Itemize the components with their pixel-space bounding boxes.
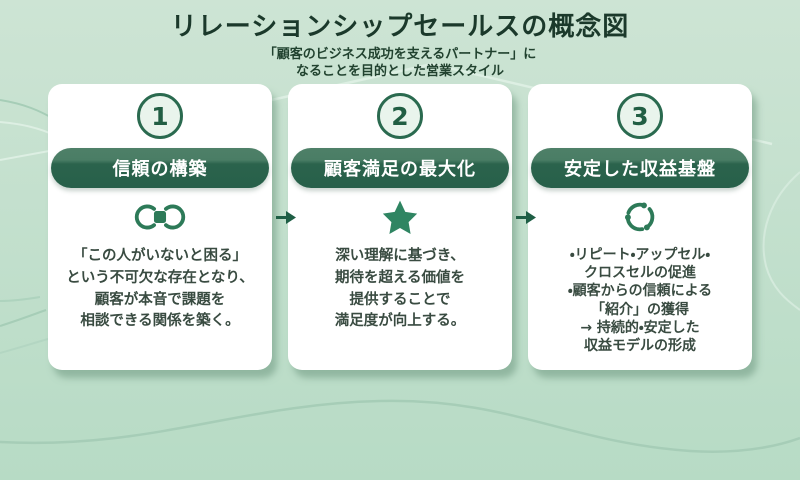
step-description: 「この人がいないと困る」 という不可欠な存在となり、 顧客が本音で課題を 相談で… (66, 248, 254, 330)
subtitle-line-1: 「顧客のビジネス成功を支えるパートナー」に (263, 46, 537, 62)
step-number-badge: 2 (377, 93, 423, 139)
step-description: ・リピート・アップセル・ クロスセルの促進 ・顧客からの信頼による 「紹介」の獲… (567, 247, 713, 354)
step-description: 深い理解に基づき、 期待を超える価値を 提供することで 満足度が向上する。 (334, 248, 466, 330)
step-number: 2 (391, 101, 409, 131)
steps-row: 1 信頼の構築 「この人がいないと困る」 という不可欠な存在となり、 顧客が本音… (48, 84, 752, 370)
step-heading: 安定した収益基盤 (564, 159, 716, 180)
star-icon (382, 188, 418, 246)
subtitle-line-2: なることを目的とした営業スタイル (295, 64, 504, 80)
page-subtitle: 「顧客のビジネス成功を支えるパートナー」に なることを目的とした営業スタイル (0, 46, 800, 81)
step-number-badge: 1 (137, 93, 183, 139)
step-heading-banner: 安定した収益基盤 (531, 148, 749, 188)
step-heading: 信頼の構築 (112, 159, 208, 180)
diagram-header: リレーションシップセールスの概念図 「顧客のビジネス成功を支えるパートナー」に … (0, 12, 800, 81)
arrow-right-icon (515, 210, 537, 225)
step-card-2: 2 顧客満足の最大化 深い理解に基づき、 期待を超える価値を 提供することで 満… (288, 84, 512, 370)
cycle-arrows-icon (621, 188, 659, 246)
step-number-badge: 3 (617, 93, 663, 139)
step-heading-banner: 信頼の構築 (51, 148, 269, 188)
step-number: 3 (631, 101, 649, 131)
step-heading: 顧客満足の最大化 (324, 159, 476, 180)
page-title: リレーションシップセールスの概念図 (170, 12, 630, 42)
handshake-icon (134, 188, 186, 246)
step-heading-banner: 顧客満足の最大化 (291, 148, 509, 188)
step-card-1: 1 信頼の構築 「この人がいないと困る」 という不可欠な存在となり、 顧客が本音… (48, 84, 272, 370)
step-card-3: 3 安定した収益基盤 ・リピート・アップセル・ クロスセルの促進 ・顧客からの信… (528, 84, 752, 370)
arrow-right-icon (275, 210, 297, 225)
step-number: 1 (151, 101, 169, 131)
